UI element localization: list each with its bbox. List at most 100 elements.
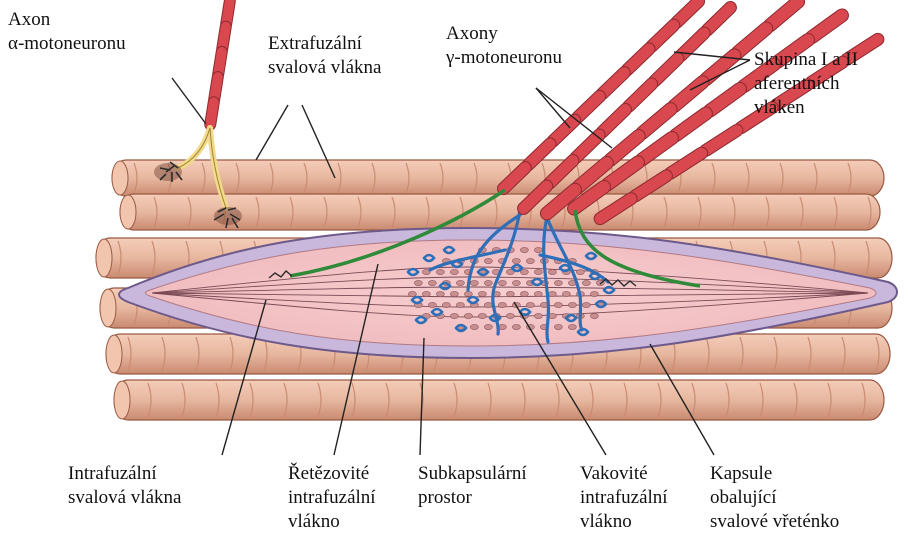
label-afferent-line2: aferentních [754, 72, 858, 96]
nucleus [520, 291, 528, 296]
nucleus [450, 291, 458, 296]
label-intrafusal-line1: Intrafuzální [68, 462, 181, 486]
myelin-segment [652, 25, 674, 46]
label-bag-line2: intrafuzální [580, 486, 668, 510]
nucleus [534, 247, 542, 252]
label-axons-gamma-line1: Axony [446, 22, 562, 46]
alpha-motor-axon [210, 2, 230, 125]
nucleus [422, 291, 430, 296]
label-extrafusal-line1: Extrafuzální [268, 32, 381, 56]
nucleus [428, 302, 436, 307]
nucleus [442, 302, 450, 307]
label-capsule-line3: svalové vřeténko [710, 510, 839, 534]
nucleus [464, 291, 472, 296]
nucleus [428, 280, 436, 285]
nucleus [512, 280, 520, 285]
nucleus [582, 302, 590, 307]
nucleus [512, 324, 520, 329]
nucleus [534, 313, 542, 318]
nucleus [548, 291, 556, 296]
label-chain-line1: Řetězovité [288, 462, 376, 486]
nucleus [562, 291, 570, 296]
label-axon-alpha-line2: α-motoneuronu [8, 32, 126, 56]
label-bag-line1: Vakovité [580, 462, 668, 486]
muscle-fiber [114, 380, 884, 420]
nucleus [590, 291, 598, 296]
nucleus [484, 280, 492, 285]
label-bag: Vakovité intrafuzální vlákno [580, 462, 668, 534]
label-axons-gamma-line2: γ-motoneuronu [446, 46, 562, 70]
label-capsule-line2: obalující [710, 486, 839, 510]
nucleus [436, 291, 444, 296]
nucleus [568, 324, 576, 329]
label-capsule-line1: Kapsule [710, 462, 839, 486]
nucleus [484, 324, 492, 329]
nucleus [484, 258, 492, 263]
nucleus [554, 302, 562, 307]
muscle-fiber-row [114, 380, 884, 420]
nucleus [450, 269, 458, 274]
label-intrafusal-line2: svalová vlákna [68, 486, 181, 510]
label-chain-line3: vlákno [288, 510, 376, 534]
nucleus [498, 280, 506, 285]
nucleus [408, 291, 416, 296]
label-subcapsular-line1: Subkapsulární [418, 462, 527, 486]
label-extrafusal: Extrafuzální svalová vlákna [268, 32, 381, 80]
nucleus [554, 324, 562, 329]
nucleus [478, 313, 486, 318]
nucleus [554, 280, 562, 285]
label-axon-alpha: Axon α-motoneuronu [8, 8, 126, 56]
myelin-segment [226, 2, 230, 24]
leader-axon-alpha [172, 78, 206, 124]
muscle-fiber-end [114, 381, 130, 419]
myelin-segment [602, 73, 624, 94]
muscle-fiber-end [120, 195, 136, 229]
nucleus [512, 258, 520, 263]
label-afferent-line3: vláken [754, 96, 858, 120]
muscle-fiber-end [96, 239, 112, 277]
myelin-segment [210, 102, 214, 124]
nucleus [414, 280, 422, 285]
nucleus [470, 280, 478, 285]
label-intrafusal: Intrafuzální svalová vlákna [68, 462, 181, 510]
nucleus [576, 269, 584, 274]
nucleus [506, 291, 514, 296]
label-chain-line2: intrafuzální [288, 486, 376, 510]
muscle-fiber-end [100, 289, 116, 327]
nucleus [498, 302, 506, 307]
nucleus [534, 269, 542, 274]
leader-gamma-a [536, 88, 570, 128]
nucleus [478, 291, 486, 296]
muscle-fiber-end [106, 335, 122, 373]
label-afferent-line1: Skupina I a II [754, 48, 858, 72]
myelin-segment [222, 27, 226, 49]
label-extrafusal-line2: svalová vlákna [268, 56, 381, 80]
myelin-segment [214, 77, 218, 99]
label-axon-alpha-line1: Axon [8, 8, 126, 32]
label-afferent: Skupina I a II aferentních vláken [754, 48, 858, 120]
label-bag-line3: vlákno [580, 510, 668, 534]
nucleus [436, 269, 444, 274]
label-subcapsular-line2: prostor [418, 486, 527, 510]
nucleus [582, 280, 590, 285]
myelin-segment [553, 120, 575, 141]
label-axons-gamma: Axony γ-motoneuronu [446, 22, 562, 70]
myelin-segment [677, 1, 699, 22]
label-subcapsular: Subkapsulární prostor [418, 462, 527, 510]
nucleus [456, 280, 464, 285]
muscle-fiber-end [112, 161, 128, 195]
nucleus [484, 302, 492, 307]
leader-extrafusal-a [256, 105, 288, 160]
nucleus [526, 302, 534, 307]
nucleus [520, 247, 528, 252]
nucleus [450, 313, 458, 318]
myelin-segment [578, 96, 600, 117]
nucleus [590, 313, 598, 318]
nucleus [464, 313, 472, 318]
label-chain: Řetězovité intrafuzální vlákno [288, 462, 376, 534]
nucleus [526, 258, 534, 263]
nucleus [548, 269, 556, 274]
nucleus [470, 324, 478, 329]
nucleus [506, 313, 514, 318]
